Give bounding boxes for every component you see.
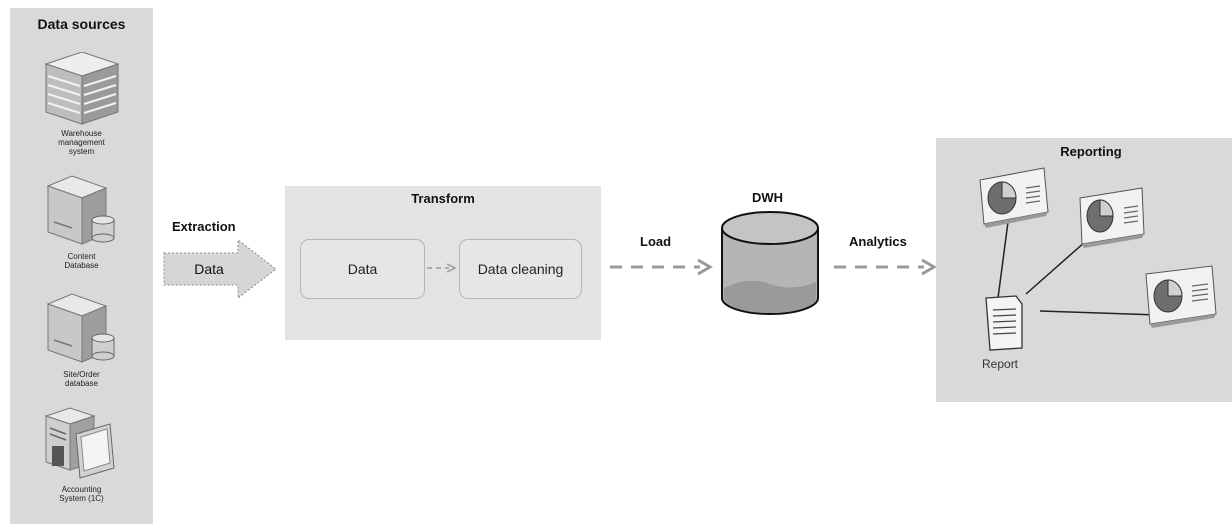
load-label: Load xyxy=(640,234,672,249)
dashboard-chart-icon xyxy=(1079,187,1145,248)
source-warehouse-label: Warehouse management system xyxy=(58,129,105,156)
dwh-cylinder-icon xyxy=(721,211,819,315)
dwh-label: DWH xyxy=(752,190,784,205)
report-document-icon xyxy=(985,295,1023,351)
database-server-icon xyxy=(46,293,115,363)
source-content-db-label: Content Database xyxy=(64,252,99,270)
transform-panel: Transform Data Data cleaning xyxy=(285,186,601,340)
server-rack-icon xyxy=(44,52,120,125)
source-site-order-db: Site/Order database xyxy=(10,292,153,388)
extraction-label: Extraction xyxy=(172,219,236,234)
computer-terminal-icon xyxy=(44,407,115,479)
source-site-order-db-label: Site/Order database xyxy=(63,370,100,388)
data-sources-title: Data sources xyxy=(37,16,126,32)
transform-step-data: Data xyxy=(300,239,425,299)
connector-line xyxy=(997,221,1009,299)
dashboard-chart-icon xyxy=(979,167,1049,228)
extraction-arrow-icon xyxy=(163,238,277,300)
analytics-label: Analytics xyxy=(849,234,907,249)
source-accounting: Accounting System (1C) xyxy=(10,406,153,503)
source-content-db: Content Database xyxy=(10,174,153,270)
load-arrow-icon xyxy=(610,258,713,276)
analytics-arrow-icon xyxy=(834,258,937,276)
report-label: Report xyxy=(982,357,1019,371)
data-sources-panel: Data sources Warehouse management system xyxy=(10,8,153,524)
source-accounting-label: Accounting System (1C) xyxy=(59,485,104,503)
source-warehouse: Warehouse management system xyxy=(10,52,153,156)
transform-step-cleaning: Data cleaning xyxy=(459,239,582,299)
database-server-icon xyxy=(46,175,115,245)
transform-title: Transform xyxy=(411,191,475,206)
dashboard-chart-icon xyxy=(1145,265,1217,328)
reporting-graphics xyxy=(979,167,1217,351)
connector-line xyxy=(1039,310,1159,316)
extraction-arrow-label: Data xyxy=(194,261,224,277)
reporting-title: Reporting xyxy=(1060,144,1122,159)
step-arrow-icon xyxy=(427,263,457,273)
reporting-panel: Reporting xyxy=(936,138,1232,402)
